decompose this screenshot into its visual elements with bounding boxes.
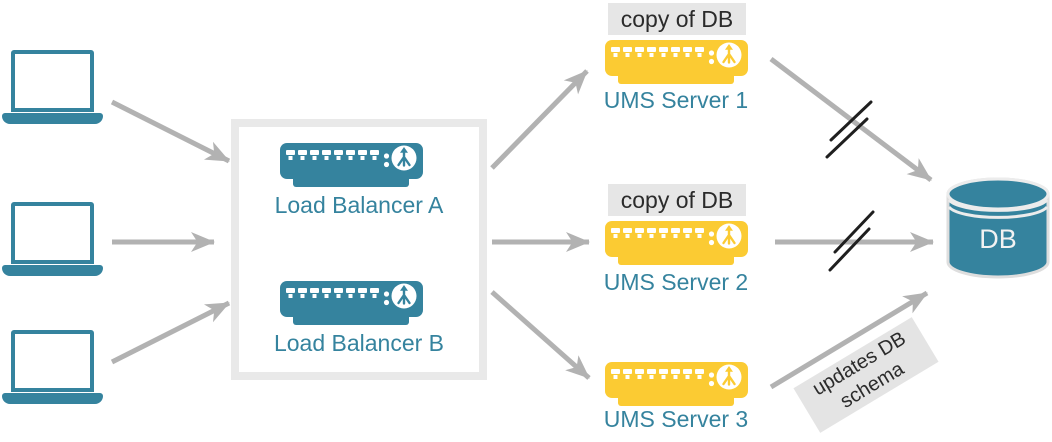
arrow-lb-to-ums1 [490,69,589,170]
laptop-base [2,113,103,124]
branch-glyph [722,229,736,245]
laptop-base [2,265,103,276]
laptop-base [2,393,103,404]
branch-glyph [397,289,411,305]
branch-glyph [722,370,736,386]
ums1-copy-of-db-badge: copy of DB [608,3,746,35]
load-balancer-b-icon [280,281,423,325]
arrow-client1-to-lb [110,99,231,164]
ums-server-1-label: UMS Server 1 [603,87,749,113]
ums2-copy-of-db-badge: copy of DB [608,184,746,216]
database-label: DB [979,224,1017,254]
laptop-screen [11,50,94,112]
arrow-client3-to-lb [110,300,231,365]
ums-server-3-label: UMS Server 3 [603,406,749,432]
branch-glyph [397,151,411,167]
load-balancer-a-label: Load Balancer A [274,192,444,218]
laptop-screen [11,202,94,264]
ums-server-2-label: UMS Server 2 [603,269,749,295]
arrow-ums3-to-db [769,290,929,390]
broken-link-slashes-ums1 [825,100,873,159]
ums-server-1-icon [605,40,748,84]
load-balancer-b-label: Load Balancer B [273,330,445,356]
load-balancer-group-box: Load Balancer A Load Balancer B [231,119,487,380]
broken-link-slashes-ums2 [828,210,875,272]
client-laptop-2 [2,202,103,276]
ums-server-3-icon [605,362,748,406]
ums-server-2-icon [605,221,748,265]
client-laptop-1 [2,50,103,124]
client-laptop-3 [2,330,103,404]
arrow-lb-to-ums3 [490,290,591,380]
branch-glyph [722,48,736,64]
load-balancer-a-icon [280,143,423,187]
laptop-screen [11,330,94,392]
database-icon: DB [946,177,1050,279]
